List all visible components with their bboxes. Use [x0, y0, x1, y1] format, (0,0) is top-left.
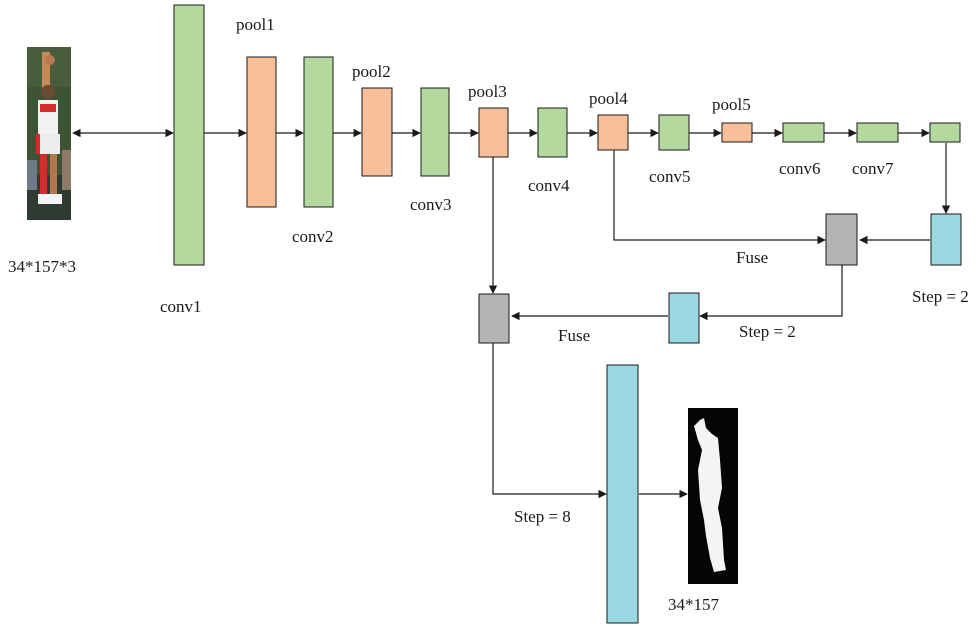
upsample-block-mid: [668, 292, 700, 344]
conv6-label: conv6: [779, 159, 821, 178]
conv7-label: conv7: [852, 159, 894, 178]
fuse-block-lower: [478, 293, 510, 344]
fuse-lower-to-upsample-arrow: [492, 343, 607, 499]
upsample-block-large: [606, 364, 639, 624]
final-conv-block: [929, 122, 961, 143]
conv7-block: [856, 122, 899, 143]
pool4-skip-arrow: [613, 150, 826, 245]
input-image: [27, 47, 71, 220]
input-size-label: 34*157*3: [8, 257, 76, 276]
step-label-right: Step = 2: [912, 287, 969, 306]
pool4-label: pool4: [589, 89, 628, 108]
layer-blocks: [173, 4, 962, 624]
pool2-label: pool2: [352, 62, 391, 81]
conv1-label: conv1: [160, 297, 202, 316]
upsample-block-right: [930, 213, 962, 266]
labels: 34*157*3 34*157 conv1 pool1 conv2 pool2 …: [8, 15, 969, 614]
output-size-label: 34*157: [668, 595, 720, 614]
pool3-label: pool3: [468, 82, 507, 101]
conv3-block: [420, 87, 450, 177]
fuse-upper-label: Fuse: [736, 248, 768, 267]
pool4-block: [597, 114, 629, 151]
step-label-lower: Step = 8: [514, 507, 571, 526]
connections: [72, 128, 951, 499]
pool1-block: [246, 56, 277, 208]
conv4-label: conv4: [528, 176, 570, 195]
conv5-block: [658, 114, 690, 151]
pool5-label: pool5: [712, 95, 751, 114]
conv5-label: conv5: [649, 167, 691, 186]
conv1-block: [173, 4, 205, 266]
conv6-block: [782, 122, 825, 143]
conv2-block: [303, 56, 334, 208]
fuse-block-upper: [825, 213, 858, 266]
pool1-label: pool1: [236, 15, 275, 34]
output-mask-image: [688, 408, 738, 584]
step-label-mid: Step = 2: [739, 322, 796, 341]
pool2-block: [361, 87, 393, 177]
fuse-upper-to-upsample-arrow: [699, 265, 843, 321]
conv3-label: conv3: [410, 195, 452, 214]
fuse-lower-label: Fuse: [558, 326, 590, 345]
pool5-block: [721, 122, 753, 143]
conv2-label: conv2: [292, 227, 334, 246]
pool3-block: [478, 107, 509, 158]
conv4-block: [537, 107, 568, 158]
